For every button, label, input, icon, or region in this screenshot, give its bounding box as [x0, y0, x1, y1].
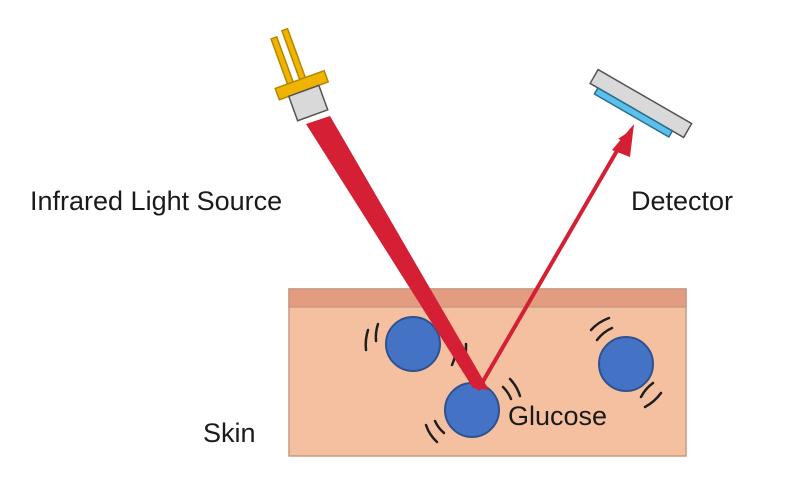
- incident-ir-beam: [306, 116, 489, 390]
- glucose-molecules: [385, 316, 654, 438]
- skin-surface: [288, 288, 687, 308]
- detector-label: Detector: [631, 186, 733, 216]
- laser-diode-icon: [270, 27, 330, 122]
- photodetector-icon: [589, 68, 693, 139]
- detector-body: [589, 68, 693, 139]
- glucose-molecule-icon: [444, 382, 500, 438]
- detector-sensor: [593, 86, 674, 139]
- glucose-molecule-icon: [385, 316, 441, 372]
- reflected-ir-beam: [476, 132, 628, 392]
- skin-label: Skin: [203, 418, 256, 448]
- glucose-label: Glucose: [508, 401, 607, 431]
- glucose-molecule-icon: [598, 336, 654, 392]
- reflected-beam-arrowhead: [612, 124, 634, 157]
- source-label: Infrared Light Source: [30, 186, 282, 216]
